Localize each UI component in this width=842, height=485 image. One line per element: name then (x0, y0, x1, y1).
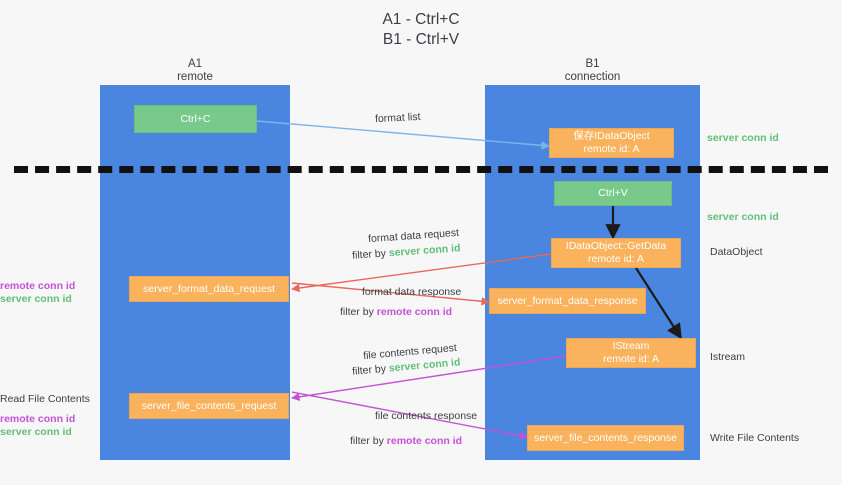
box-getdata-line1: IDataObject::GetData (565, 240, 667, 252)
box-server-file-contents-response-label: server_file_contents_response (533, 431, 677, 444)
lane-header-a1: A1 remote (100, 58, 290, 84)
lane-header-b1-sub: connection (564, 71, 621, 83)
label-file-contents-request-filter-prefix: filter by (351, 362, 390, 378)
label-format-data-response: format data response (362, 286, 462, 298)
right-label-dataobject: DataObject (710, 246, 763, 258)
box-server-file-contents-response[interactable]: server_file_contents_response (527, 425, 684, 451)
lane-header-b1-name: B1 (585, 58, 600, 70)
right-label-server-conn-id-mid: server conn id (707, 211, 779, 223)
right-label-istream: Istream (710, 351, 746, 363)
box-server-format-data-request-label: server_format_data_request (143, 282, 275, 295)
box-ctrl-v[interactable]: Ctrl+V (554, 181, 672, 206)
box-ctrl-c[interactable]: Ctrl+C (134, 105, 257, 133)
left-label-server-conn-id-1: server conn id (0, 293, 72, 305)
label-format-list: format list (374, 110, 421, 126)
page-title: A1 - Ctrl+C B1 - Ctrl+V (382, 11, 460, 48)
box-server-format-data-request[interactable]: server_format_data_request (129, 276, 289, 302)
phase-divider (14, 166, 828, 173)
label-format-data-response-filter-key: remote conn id (376, 306, 453, 318)
left-label-remote-conn-id-1: remote conn id (0, 280, 76, 292)
box-ctrl-c-label: Ctrl+C (180, 112, 211, 125)
box-getdata-line2: remote id: A (587, 253, 645, 265)
left-label-read-file-contents: Read File Contents (0, 393, 90, 405)
box-idataobject-getdata[interactable]: IDataObject::GetData remote id: A (551, 238, 681, 268)
label-file-contents-response-filter-prefix: filter by (350, 435, 387, 447)
label-format-data-response-filter-prefix: filter by (340, 306, 377, 318)
box-idataobject[interactable]: 保存IDataObject remote id: A (549, 128, 674, 158)
box-istream-line2: remote id: A (602, 353, 660, 365)
label-format-data-response-filter: filter by remote conn id (340, 305, 452, 319)
lane-header-a1-name: A1 (187, 58, 203, 70)
lane-header-b1: B1 connection (485, 58, 700, 84)
right-label-write-file-contents: Write File Contents (710, 432, 800, 444)
box-server-format-data-response[interactable]: server_format_data_response (489, 288, 646, 314)
box-ctrl-v-label: Ctrl+V (598, 187, 628, 199)
label-file-contents-response-filter-key: remote conn id (386, 435, 463, 447)
box-server-format-data-response-label: server_format_data_response (497, 294, 638, 307)
lane-header-a1-sub: remote (177, 71, 213, 83)
left-label-remote-conn-id-2: remote conn id (0, 413, 76, 425)
left-label-server-conn-id-2: server conn id (0, 426, 72, 438)
box-istream-line1: IStream (612, 340, 650, 352)
box-idataobject-line1: 保存IDataObject (573, 130, 650, 142)
label-format-data-request-filter-key: server conn id (388, 242, 461, 260)
box-server-file-contents-request[interactable]: server_file_contents_request (129, 393, 289, 419)
box-server-file-contents-request-label: server_file_contents_request (141, 399, 277, 412)
right-label-server-conn-id-top: server conn id (707, 132, 779, 144)
label-file-contents-response-filter: filter by remote conn id (350, 434, 462, 448)
label-file-contents-response: file contents response (375, 410, 478, 422)
label-format-data-request-filter-prefix: filter by (351, 247, 390, 262)
box-idataobject-line2: remote id: A (583, 143, 640, 155)
box-istream[interactable]: IStream remote id: A (566, 338, 696, 368)
